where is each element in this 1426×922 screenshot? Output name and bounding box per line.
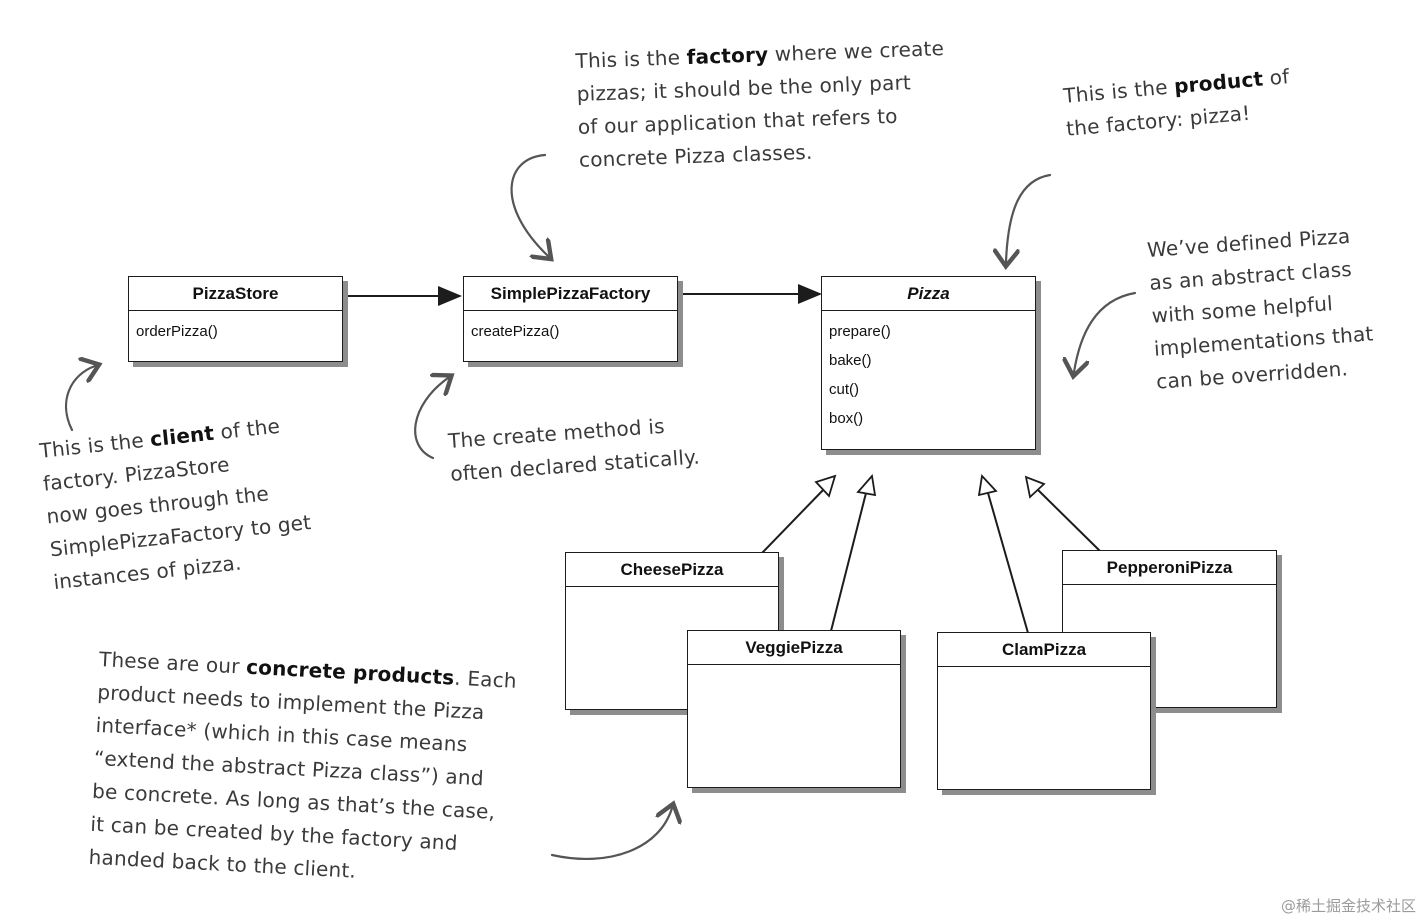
- note-arrow-product: [1006, 173, 1052, 262]
- note-arrow-factory: [510, 153, 548, 256]
- method: bake(): [829, 352, 872, 369]
- note-client: This is the client of the factory. Pizza…: [38, 413, 313, 595]
- inherit-clam-line: [987, 492, 1029, 634]
- class-title: PepperoniPizza: [1063, 551, 1276, 585]
- note-arrow-concrete: [550, 808, 672, 860]
- class-simplepizzafactory: SimplePizzaFactory createPizza(): [463, 276, 678, 362]
- class-title: Pizza: [822, 277, 1035, 311]
- class-veggiepizza: VeggiePizza: [687, 630, 901, 788]
- class-title: VeggiePizza: [688, 631, 900, 665]
- note-arrow-abstract: [1074, 291, 1137, 372]
- method: prepare(): [829, 323, 891, 340]
- inherit-veggie-line: [830, 492, 867, 632]
- inherit-cheese-triangle: [814, 474, 837, 498]
- note-abstract-class: We’ve defined Pizza as an abstract class…: [1146, 223, 1375, 394]
- inherit-pepperoni-triangle: [1024, 475, 1046, 499]
- class-clampizza: ClamPizza: [937, 632, 1151, 790]
- inherit-clam-triangle: [977, 474, 998, 497]
- note-factory: This is the factory where we create pizz…: [575, 36, 945, 172]
- inherit-cheese-line: [761, 486, 827, 554]
- method: box(): [829, 410, 864, 427]
- class-title: ClamPizza: [938, 633, 1150, 667]
- class-pizza: Pizza prepare() bake() cut() box(): [821, 276, 1036, 450]
- class-pizzastore: PizzaStore orderPizza(): [128, 276, 343, 362]
- method: createPizza(): [471, 323, 560, 340]
- class-title: PizzaStore: [129, 277, 342, 311]
- class-title: SimplePizzaFactory: [464, 277, 677, 311]
- note-concrete-products: These are our concrete products. Each pr…: [88, 646, 518, 883]
- method: orderPizza(): [136, 323, 218, 340]
- class-title: CheesePizza: [566, 553, 778, 587]
- inherit-veggie-triangle: [856, 473, 877, 497]
- watermark: @稀土掘金技术社区: [1280, 897, 1416, 915]
- note-arrow-client: [64, 366, 95, 432]
- inherit-pepperoni-line: [1035, 487, 1102, 553]
- method: cut(): [829, 381, 859, 398]
- note-arrow-static: [414, 378, 448, 460]
